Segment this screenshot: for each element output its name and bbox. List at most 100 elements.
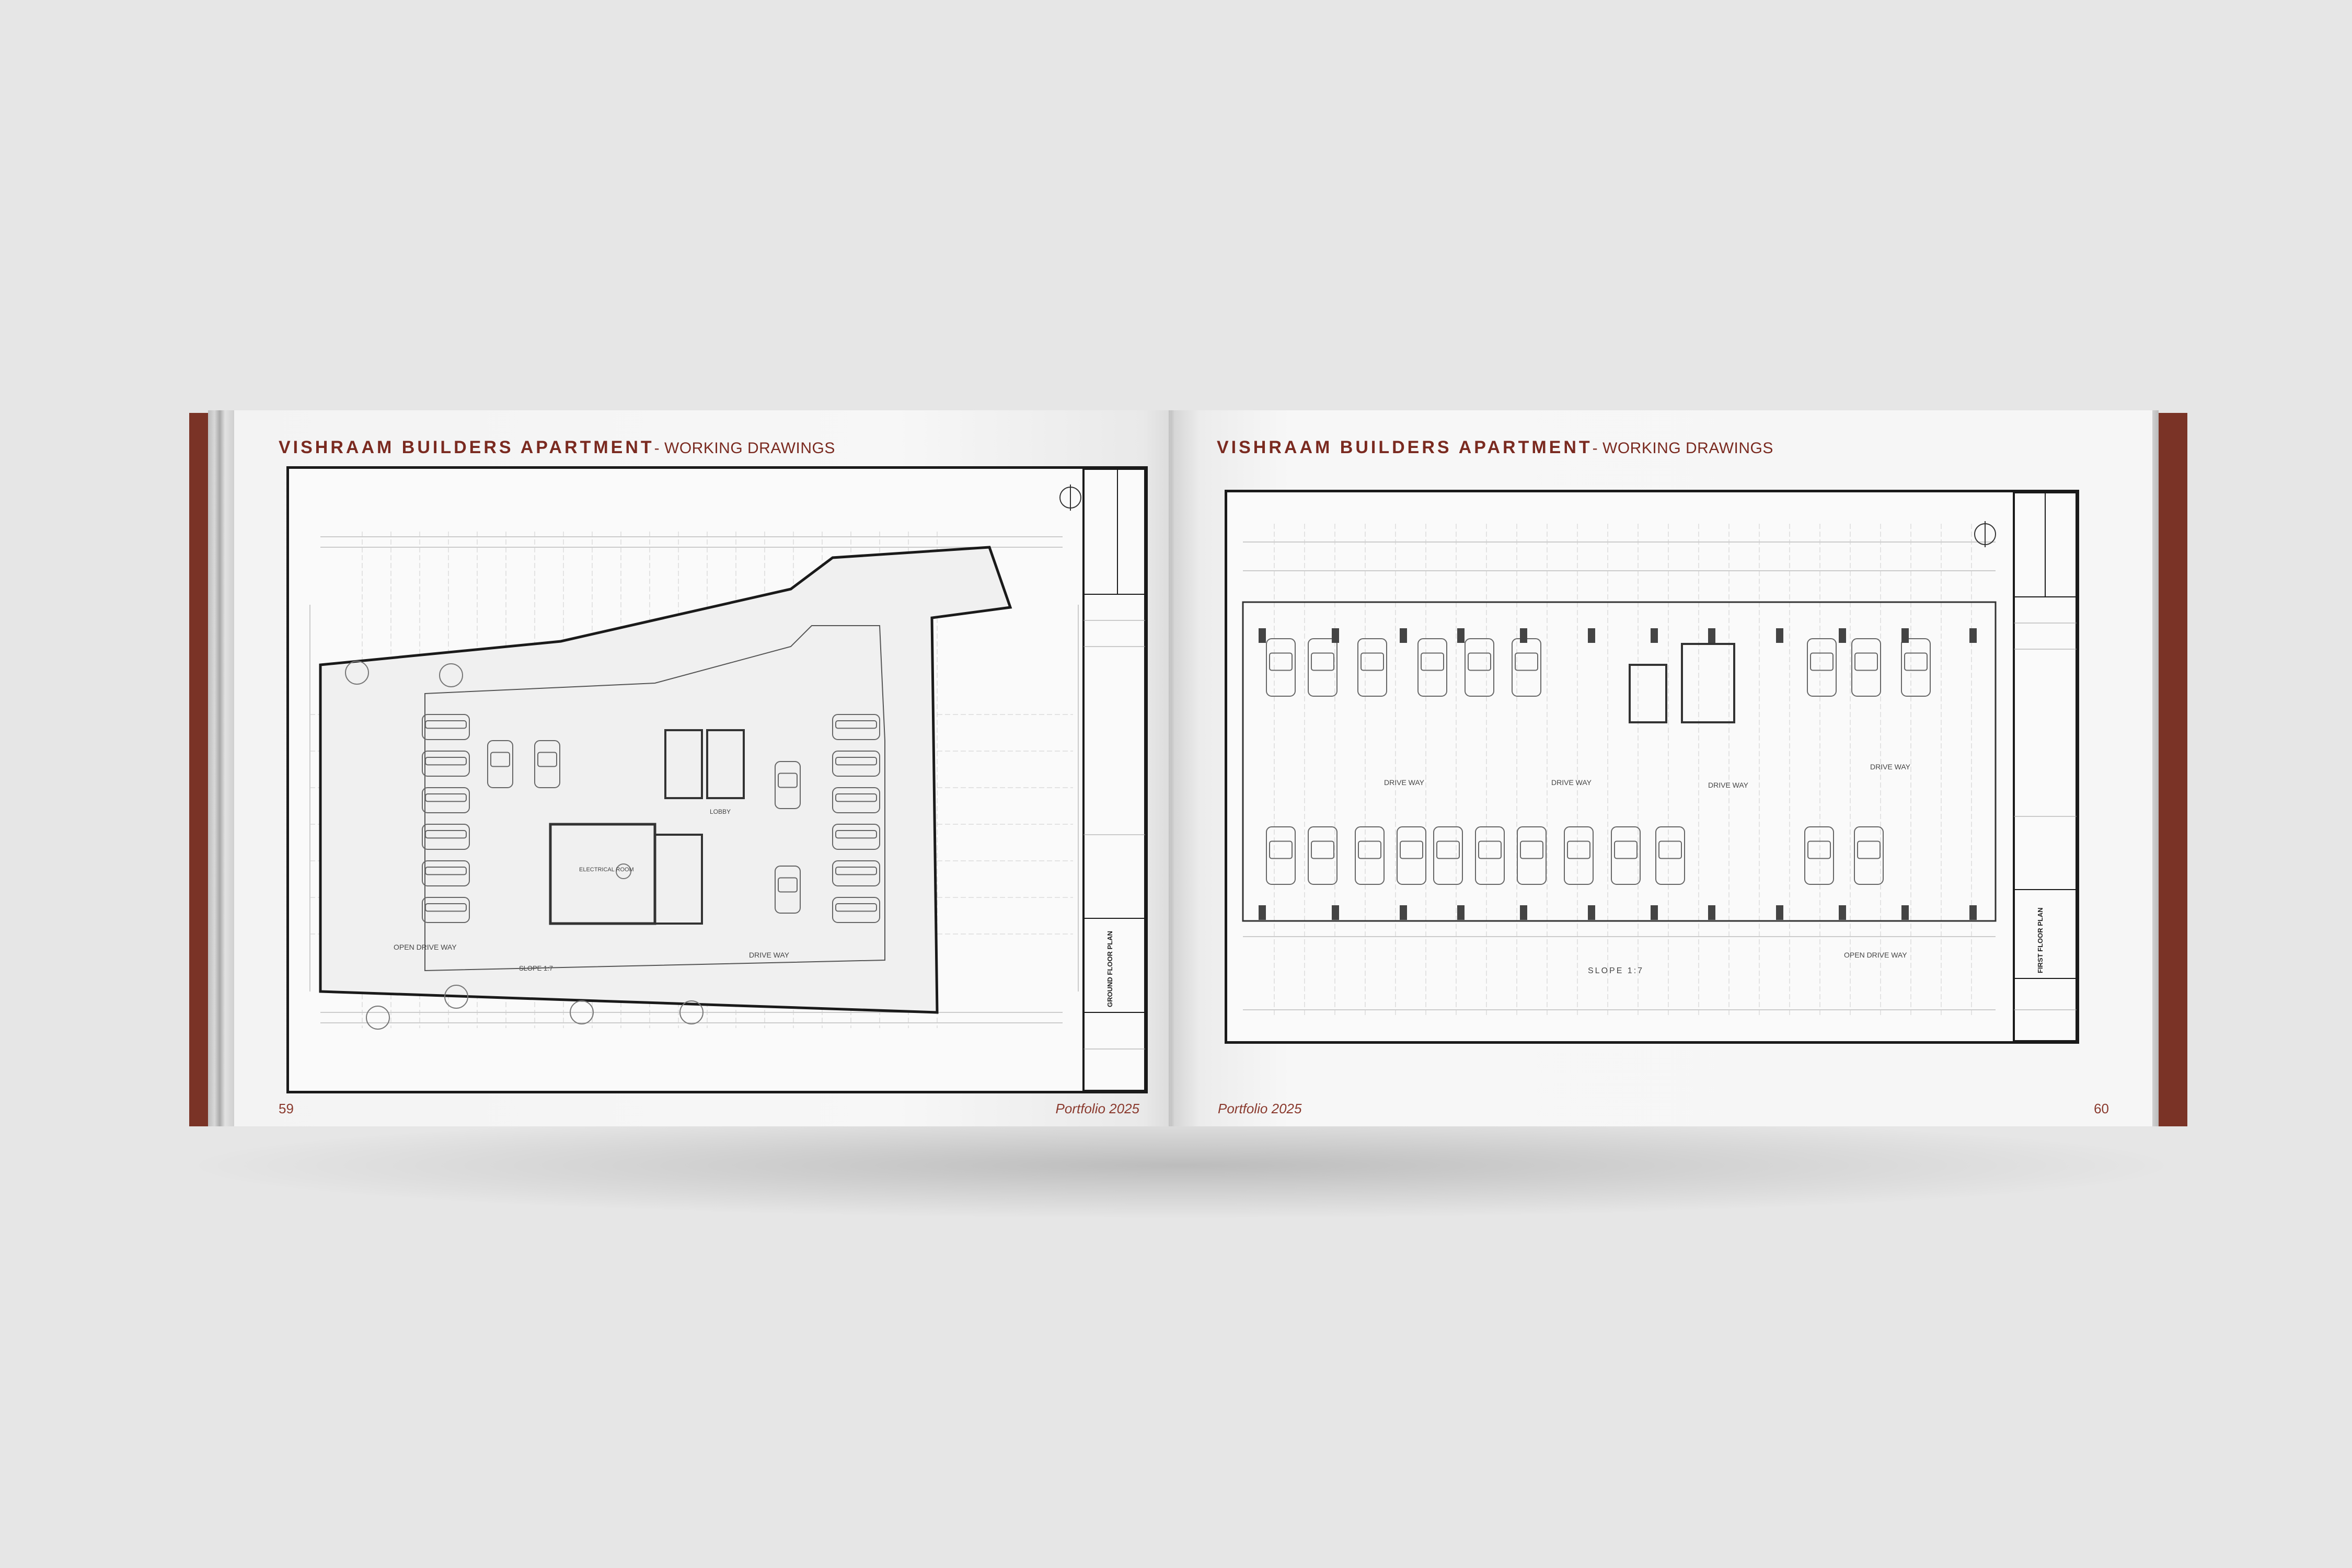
- column-symbol: [1708, 905, 1715, 920]
- car-windshield: [1515, 652, 1538, 671]
- car-symbol: [1308, 826, 1338, 885]
- car-symbol: [1397, 826, 1426, 885]
- column-symbol: [1776, 628, 1783, 643]
- ground-plan-label-slope: SLOPE 1:7: [519, 964, 553, 972]
- first-plan-label-drive-way-2: DRIVE WAY: [1551, 778, 1592, 787]
- car-windshield: [1810, 652, 1834, 671]
- car-windshield: [778, 877, 798, 893]
- ground-plan-label-open-drive-way: OPEN DRIVE WAY: [394, 943, 457, 951]
- car-windshield: [1311, 840, 1334, 859]
- car-windshield: [425, 720, 467, 729]
- car-symbol: [1475, 826, 1505, 885]
- car-symbol: [1266, 638, 1296, 697]
- car-windshield: [425, 867, 467, 875]
- ground-plan-title-block-title: GROUND FLOOR PLAN: [1106, 931, 1114, 1007]
- car-symbol: [775, 866, 801, 914]
- car-windshield: [1311, 652, 1334, 671]
- car-windshield: [835, 903, 877, 912]
- right-header-subtitle: - WORKING DRAWINGS: [1592, 440, 1773, 457]
- car-windshield: [1436, 840, 1460, 859]
- right-page-number: 60: [2094, 1101, 2109, 1116]
- car-symbol: [1807, 638, 1837, 697]
- car-windshield: [835, 793, 877, 802]
- car-windshield: [1567, 840, 1590, 859]
- car-windshield: [1361, 652, 1384, 671]
- ground-floor-plan-sheet[interactable]: OPEN DRIVE WAY DRIVE WAY LOBBY ELECTRICA…: [286, 466, 1148, 1093]
- car-symbol: [1465, 638, 1494, 697]
- ground-plan-label-drive-way: DRIVE WAY: [749, 951, 790, 959]
- column-symbol: [1839, 628, 1846, 643]
- column-symbol: [1901, 905, 1909, 920]
- left-page-number: 59: [279, 1101, 294, 1116]
- back-cover-left: [189, 413, 210, 1126]
- car-symbol: [832, 824, 880, 850]
- right-page[interactable]: VISHRAAM BUILDERS APARTMENT- WORKING DRA…: [1171, 410, 2159, 1126]
- car-symbol: [1854, 826, 1884, 885]
- column-symbol: [1969, 905, 1977, 920]
- car-symbol: [422, 824, 470, 850]
- left-page-edges: [208, 410, 234, 1126]
- car-windshield: [835, 867, 877, 875]
- book-shadow: [199, 1113, 2164, 1218]
- car-symbol: [832, 787, 880, 813]
- column-symbol: [1332, 628, 1339, 643]
- car-windshield: [1468, 652, 1491, 671]
- first-plan-title-block-title: FIRST FLOOR PLAN: [2036, 907, 2044, 973]
- column-symbol: [1457, 905, 1465, 920]
- car-windshield: [1520, 840, 1543, 859]
- car-windshield: [1854, 652, 1878, 671]
- car-symbol: [1804, 826, 1834, 885]
- car-symbol: [1308, 638, 1338, 697]
- car-symbol: [422, 714, 470, 740]
- column-symbol: [1457, 628, 1465, 643]
- ground-floor-plan-drawing: OPEN DRIVE WAY DRIVE WAY LOBBY ELECTRICA…: [309, 469, 1145, 1091]
- column-symbol: [1400, 628, 1407, 643]
- right-page-footer-label: Portfolio 2025: [1218, 1101, 1302, 1116]
- car-windshield: [778, 773, 798, 788]
- left-page-footer-label: Portfolio 2025: [1055, 1101, 1139, 1116]
- car-symbol: [422, 751, 470, 777]
- car-symbol: [422, 860, 470, 886]
- first-plan-label-drive-way-4: DRIVE WAY: [1870, 763, 1911, 771]
- first-plan-label-slope: SLOPE 1:7: [1588, 966, 1644, 975]
- car-windshield: [1421, 652, 1444, 671]
- column-symbol: [1588, 628, 1595, 643]
- car-windshield: [835, 830, 877, 839]
- left-header-title: VISHRAAM BUILDERS APARTMENT: [279, 437, 654, 457]
- car-windshield: [1807, 840, 1831, 859]
- right-page-edges: [2152, 410, 2159, 1126]
- car-symbol: [1901, 638, 1931, 697]
- column-symbol: [1259, 628, 1266, 643]
- ground-plan-label-lobby: LOBBY: [710, 808, 731, 815]
- car-symbol: [534, 740, 560, 788]
- first-plan-label-open-drive-way: OPEN DRIVE WAY: [1844, 951, 1907, 959]
- car-symbol: [1357, 638, 1387, 697]
- column-symbol: [1839, 905, 1846, 920]
- column-symbol: [1520, 628, 1527, 643]
- car-windshield: [1658, 840, 1682, 859]
- car-symbol: [832, 751, 880, 777]
- car-windshield: [1358, 840, 1381, 859]
- car-windshield: [425, 757, 467, 766]
- first-plan-label-drive-way-1: DRIVE WAY: [1384, 778, 1425, 787]
- left-page[interactable]: VISHRAAM BUILDERS APARTMENT- WORKING DRA…: [234, 410, 1181, 1126]
- car-symbol: [422, 787, 470, 813]
- first-plan-label-drive-way-3: DRIVE WAY: [1708, 781, 1749, 789]
- first-floor-plan-sheet[interactable]: DRIVE WAY DRIVE WAY DRIVE WAY DRIVE WAY …: [1225, 490, 2079, 1044]
- car-symbol: [1611, 826, 1641, 885]
- car-windshield: [1857, 840, 1881, 859]
- column-symbol: [1969, 628, 1977, 643]
- right-page-header: VISHRAAM BUILDERS APARTMENT- WORKING DRA…: [1217, 437, 1773, 458]
- car-symbol: [422, 897, 470, 923]
- car-windshield: [1904, 652, 1928, 671]
- car-symbol: [1417, 638, 1447, 697]
- car-symbol: [832, 897, 880, 923]
- car-symbol: [832, 714, 880, 740]
- left-page-header: VISHRAAM BUILDERS APARTMENT- WORKING DRA…: [279, 437, 835, 458]
- first-floor-plan-drawing: DRIVE WAY DRIVE WAY DRIVE WAY DRIVE WAY …: [1242, 492, 2077, 1041]
- ground-plan-label-electrical-room: ELECTRICAL ROOM: [579, 867, 634, 873]
- car-symbol: [487, 740, 513, 788]
- car-symbol: [1355, 826, 1385, 885]
- car-windshield: [1269, 840, 1293, 859]
- car-symbol: [832, 860, 880, 886]
